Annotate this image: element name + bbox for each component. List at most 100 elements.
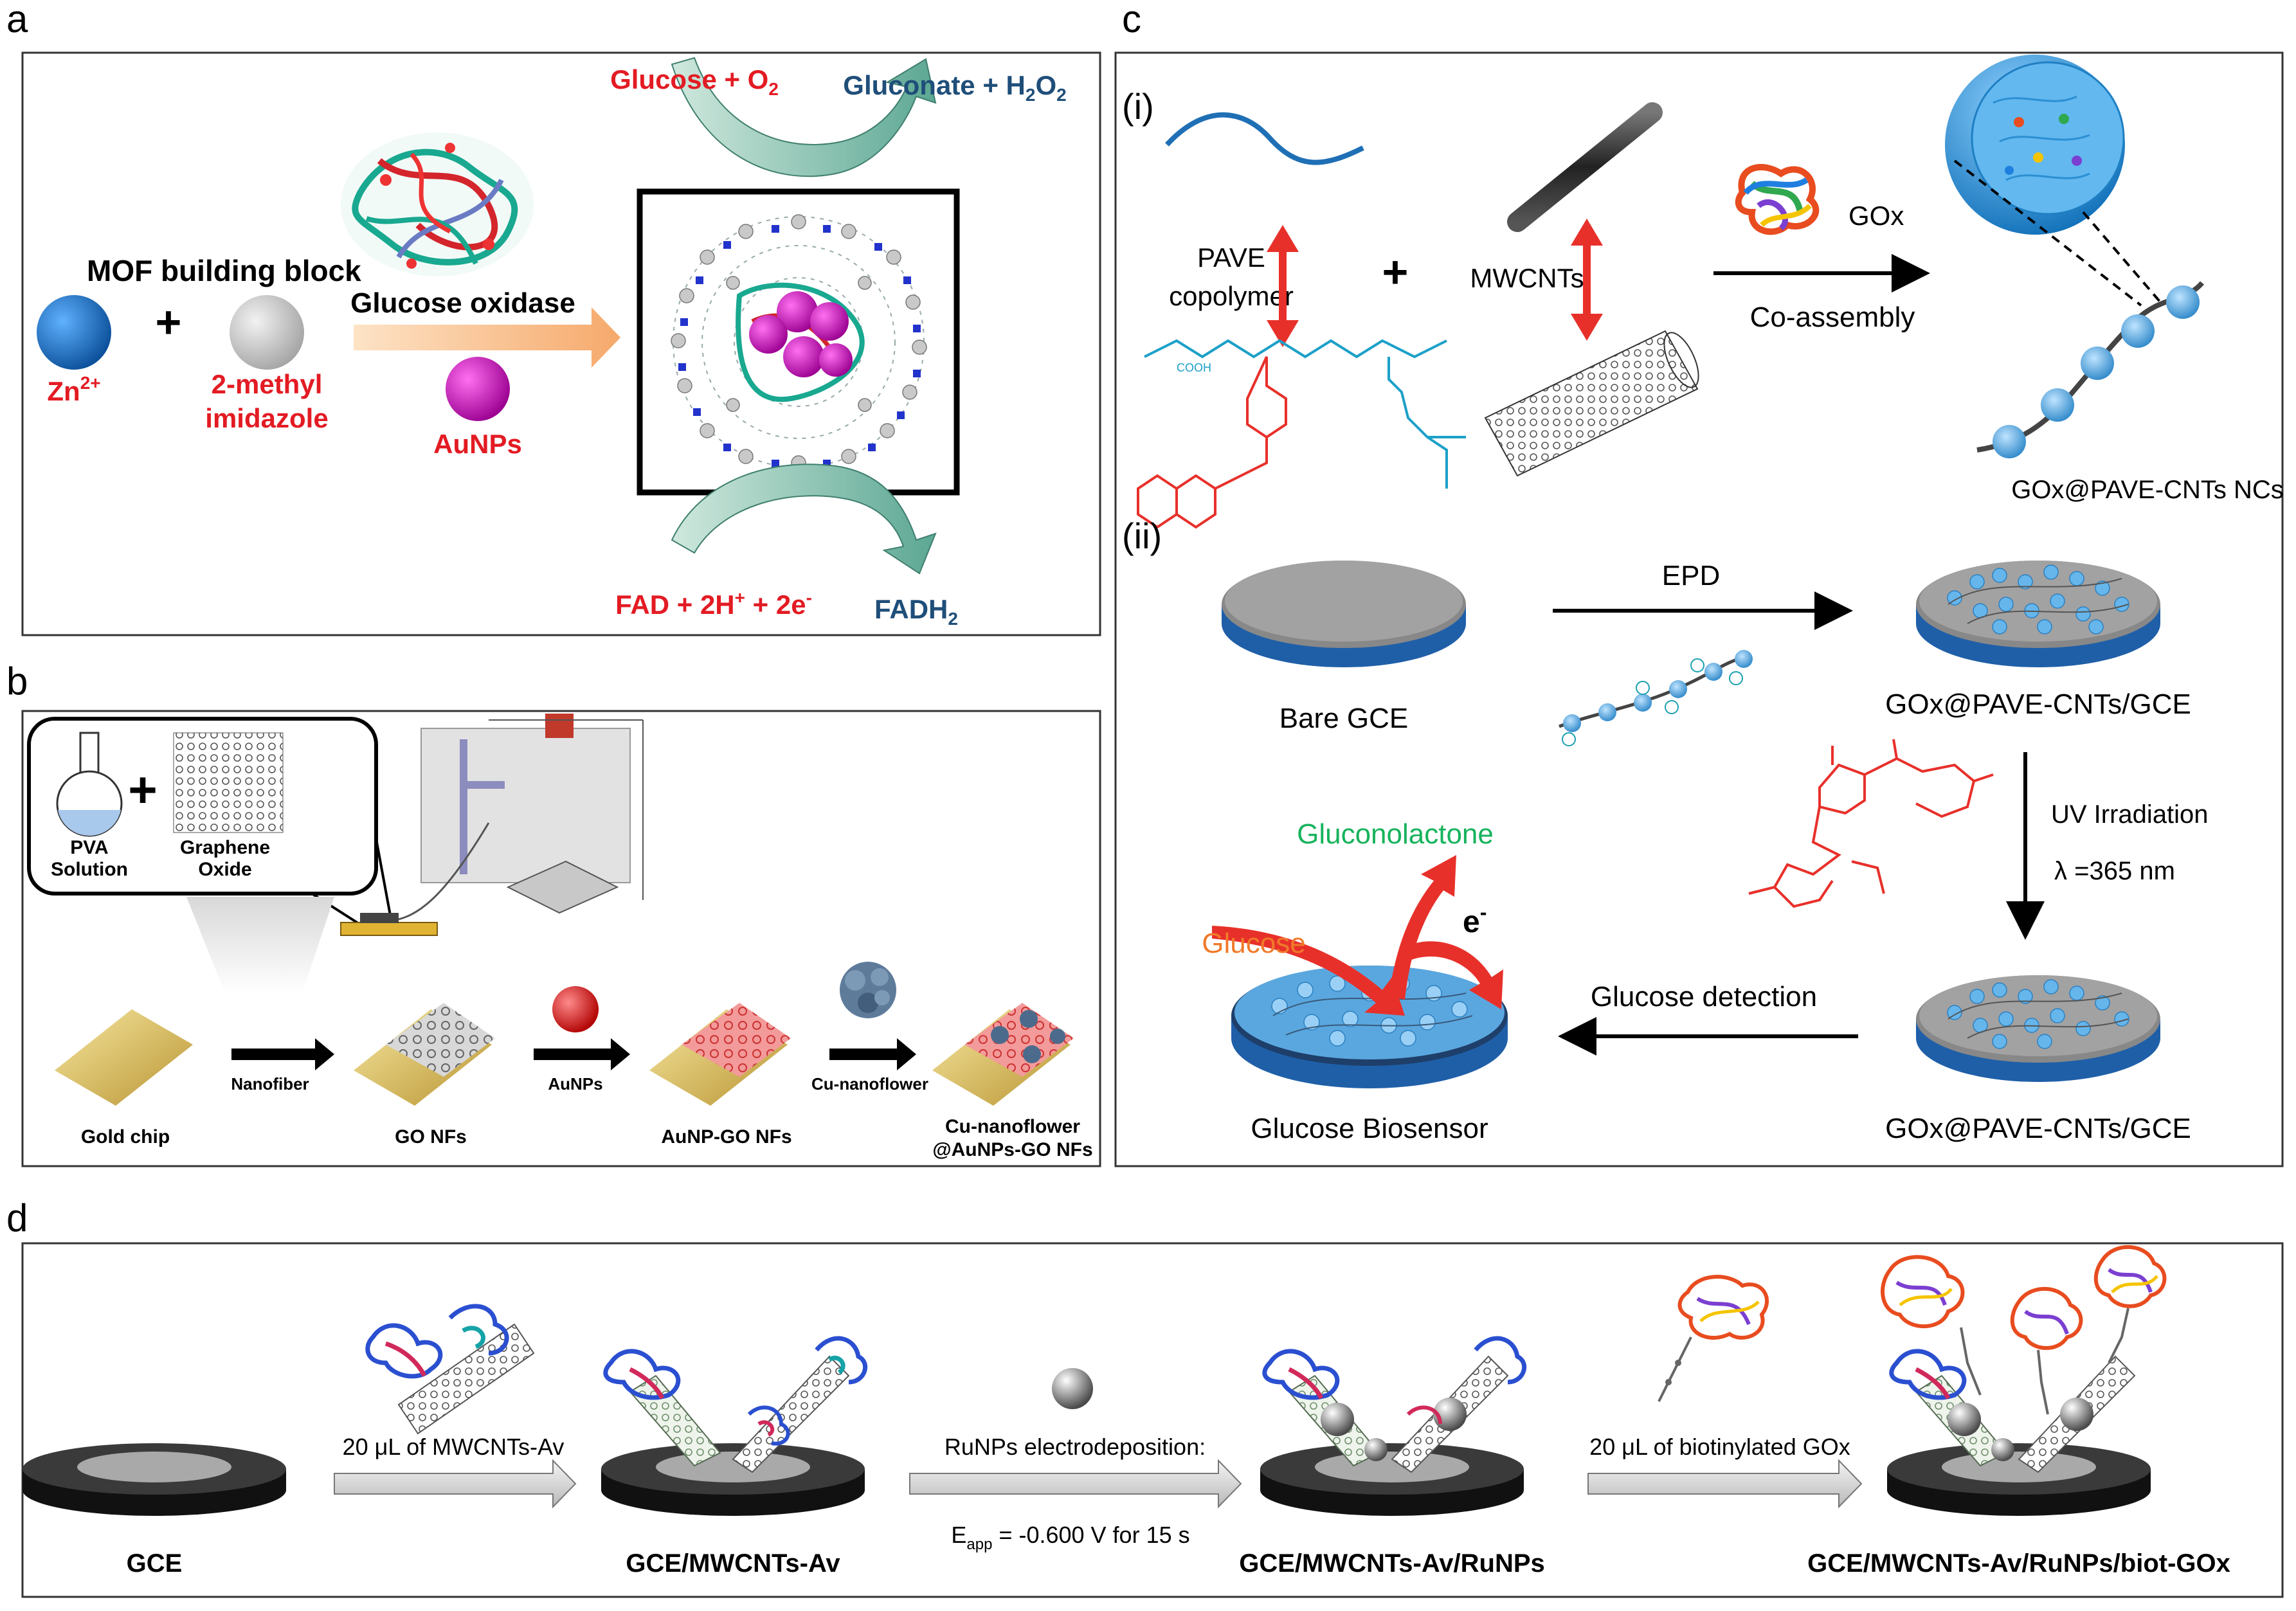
aunp-go-nfs-chip	[649, 1003, 791, 1106]
plus-sign-a: +	[156, 297, 182, 347]
step1-label: 20 μL of MWCNTs-Av	[343, 1434, 565, 1460]
part-i-label: (i)	[1122, 86, 1154, 127]
gce-electrode	[23, 1443, 286, 1516]
zn-sphere	[37, 295, 111, 370]
panel-b: b PVA Solution + Graphene Oxide	[6, 660, 1101, 1167]
nanofiber-label: Nanofiber	[231, 1074, 309, 1094]
coated-gce-bottom	[1916, 975, 2160, 1082]
gold-chip-label: Gold chip	[81, 1126, 170, 1148]
gox-label: GOx	[1849, 201, 1904, 231]
panel-a: a MOF building block + Zn2+ 2-methyl imi…	[6, 0, 1101, 636]
plus-sign-c: +	[1382, 247, 1409, 297]
panel-d: d GCE 20 μL of MWCNTs-Av	[6, 1196, 2284, 1598]
eapp-label: Eapp = -0.600 V for 15 s	[951, 1522, 1189, 1553]
gce-mwcnt-av-label: GCE/MWCNTs-Av	[626, 1549, 840, 1578]
pave-label-line1: PAVE	[1197, 242, 1265, 273]
biosensor-label: Glucose Biosensor	[1251, 1113, 1488, 1144]
gox-enzyme-icon	[1735, 164, 1820, 235]
glucose-o2-label: Glucose + O2	[610, 64, 779, 99]
funnel-arrow	[186, 897, 334, 993]
arrow-step1	[334, 1459, 577, 1509]
step3-label: 20 μL of biotinylated GOx	[1589, 1434, 1850, 1460]
arrow-step3	[1587, 1459, 1863, 1509]
cu-nanoflower-label-line1: Cu-nanoflower	[945, 1116, 1080, 1137]
gluconolactone-label: Gluconolactone	[1297, 818, 1494, 850]
gce-mwcnt-av-electrode	[601, 1336, 868, 1516]
panel-a-letter: a	[6, 0, 28, 40]
gce-mwcnt-av-runps-label: GCE/MWCNTs-Av/RuNPs	[1239, 1549, 1545, 1578]
epd-label: EPD	[1662, 560, 1720, 591]
bare-gce-label: Bare GCE	[1279, 703, 1409, 734]
mwcnt-rod	[1507, 102, 1663, 232]
coated-gce-bottom-label: GOx@PAVE-CNTs/GCE	[1885, 1113, 2191, 1144]
red-double-arrow-mwcnt	[1571, 219, 1603, 341]
electron-arrow	[1402, 941, 1503, 1009]
imidazole-label-line2: imidazole	[205, 403, 328, 433]
runp-sphere	[1052, 1368, 1093, 1409]
gluconolactone-out-arrow	[1389, 855, 1456, 1000]
glucose-oxidase-label: Glucose oxidase	[350, 287, 575, 319]
gluconate-label: Gluconate + H2O2	[843, 70, 1066, 105]
charged-bead-chain	[1559, 650, 1753, 746]
bead-chain	[1976, 281, 2205, 458]
electron-label: e-	[1463, 901, 1487, 939]
go-nfs-label: GO NFs	[395, 1126, 467, 1148]
zoom-line-bottom	[375, 838, 393, 926]
imidazole-sphere	[230, 295, 304, 370]
go-nfs-chip	[354, 1003, 495, 1106]
cu-nanoflower-icon	[840, 962, 896, 1018]
aunp-go-nfs-label: AuNP-GO NFs	[661, 1126, 791, 1148]
coated-gce-top-label: GOx@PAVE-CNTs/GCE	[1885, 688, 2191, 720]
final-biosensor-label: GCE/MWCNTs-Av/RuNPs/biot-GOx	[1807, 1549, 2230, 1578]
coumarin-dimer-structure	[1748, 739, 1994, 908]
step2-label: RuNPs electrodeposition:	[945, 1434, 1206, 1460]
panel-b-letter: b	[6, 660, 28, 703]
electrospinning-setup	[340, 714, 644, 936]
zn-label: Zn2+	[47, 373, 100, 406]
synthesis-arrow	[354, 307, 620, 368]
pave-copolymer-chain	[1165, 112, 1364, 165]
pave-chemical-structure: COOH	[1137, 339, 1466, 529]
cu-nanoflower-chip	[932, 1003, 1074, 1106]
pva-label-line2: Solution	[51, 859, 128, 880]
graphene-oxide-structure	[173, 732, 284, 833]
pva-flask-icon	[56, 732, 123, 837]
cu-nanoflower-label-line2: @AuNPs-GO NFs	[932, 1139, 1092, 1160]
fadh2-label: FADH2	[874, 594, 958, 629]
zoom-dash-2	[1953, 159, 2142, 307]
co-assembly-label: Co-assembly	[1750, 302, 1915, 333]
aunps-step-label: AuNPs	[548, 1074, 602, 1094]
coated-gce-top	[1916, 561, 2160, 667]
mof-framework	[671, 214, 927, 471]
panel-c: c (i) PAVE copolymer COOH + MWCNTs	[1114, 0, 2284, 1167]
lambda-label: λ =365 nm	[2054, 857, 2175, 885]
cooh-label: COOH	[1177, 361, 1211, 374]
zoom-dash-1	[2082, 211, 2162, 303]
nanocomposite-label: GOx@PAVE-CNTs NCs	[2011, 476, 2284, 504]
nanotube-lattice	[1484, 330, 1699, 477]
panel-c-letter: c	[1122, 0, 1141, 40]
pva-label-line1: PVA	[70, 837, 108, 858]
go-label-line2: Oxide	[198, 859, 251, 880]
fad-label: FAD + 2H+ + 2e-	[615, 588, 812, 620]
mof-building-block-label: MOF building block	[87, 254, 361, 287]
uv-label: UV Irradiation	[2051, 800, 2209, 829]
gold-chip	[55, 1009, 193, 1106]
imidazole-label-line1: 2-methyl	[212, 369, 323, 399]
gce-label: GCE	[127, 1549, 183, 1578]
cu-nanoflower-step-label: Cu-nanoflower	[811, 1074, 928, 1094]
part-ii-label: (ii)	[1122, 516, 1162, 556]
nanocomposite-sphere	[1945, 55, 2125, 235]
mwcnt-av-icon	[365, 1304, 535, 1435]
aunp-red-sphere	[552, 986, 599, 1032]
glucose-label: Glucose	[1202, 928, 1305, 959]
top-cycle-arrow	[671, 57, 937, 177]
glucose-in-arrow	[1212, 926, 1405, 1016]
bottom-cycle-arrow	[671, 464, 937, 575]
bare-gce-disk	[1222, 561, 1466, 667]
go-label-line1: Graphene	[180, 837, 270, 858]
final-biosensor-electrode	[1881, 1245, 2167, 1516]
arrow-step2	[909, 1459, 1242, 1509]
glucose-detection-label: Glucose detection	[1591, 981, 1817, 1013]
